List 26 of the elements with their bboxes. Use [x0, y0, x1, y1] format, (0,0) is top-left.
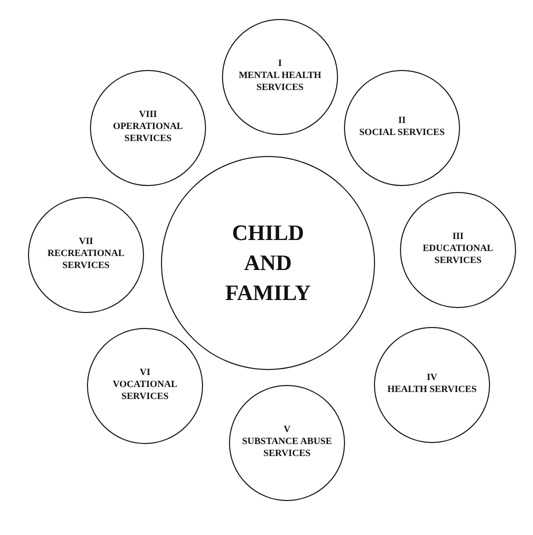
circle-label: EDUCATIONAL SERVICES: [422, 244, 494, 268]
roman-numeral: VII: [78, 237, 94, 250]
service-circle: [344, 70, 460, 186]
circle-label: SOCIAL SERVICES: [359, 128, 445, 140]
service-circle: [87, 328, 203, 444]
service-circle: [374, 327, 490, 443]
center-circle: [161, 156, 375, 370]
circle-label: VOCATIONAL SERVICES: [112, 380, 178, 404]
service-circle: [28, 197, 144, 313]
service-circle: [229, 385, 345, 501]
circle-label: OPERATIONAL SERVICES: [112, 122, 184, 146]
service-circle: [90, 70, 206, 186]
service-circle: [222, 19, 338, 135]
roman-numeral: IV: [426, 373, 438, 385]
service-circle: [400, 192, 516, 308]
circle-label: SUBSTANCE ABUSE SERVICES: [241, 437, 333, 461]
circle-label: CHILD AND FAMILY: [224, 219, 312, 307]
roman-numeral: III: [452, 232, 464, 244]
roman-numeral: V: [284, 425, 290, 438]
roman-numeral: VIII: [139, 110, 157, 122]
circle-label: HEALTH SERVICES: [387, 385, 477, 397]
roman-numeral: II: [398, 116, 406, 128]
circle-label: MENTAL HEALTH SERVICES: [238, 71, 322, 95]
roman-numeral: I: [278, 59, 282, 72]
roman-numeral: VI: [140, 368, 150, 380]
circle-label: RECREATIONAL SERVICES: [46, 249, 126, 273]
